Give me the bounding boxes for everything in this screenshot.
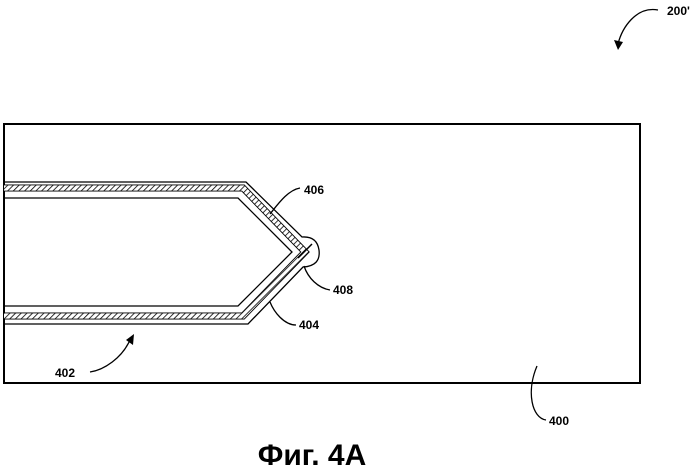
substrate-outline — [4, 124, 640, 383]
label-400: 400 — [549, 414, 569, 428]
label-402: 402 — [55, 366, 75, 380]
leader-200 — [618, 10, 658, 44]
arrowhead-200 — [614, 40, 623, 50]
label-408: 408 — [333, 283, 353, 297]
label-404: 404 — [299, 318, 319, 332]
label-200: 200' — [667, 4, 690, 18]
label-406: 406 — [304, 183, 324, 197]
figure-caption: Фиг. 4A — [258, 439, 367, 470]
